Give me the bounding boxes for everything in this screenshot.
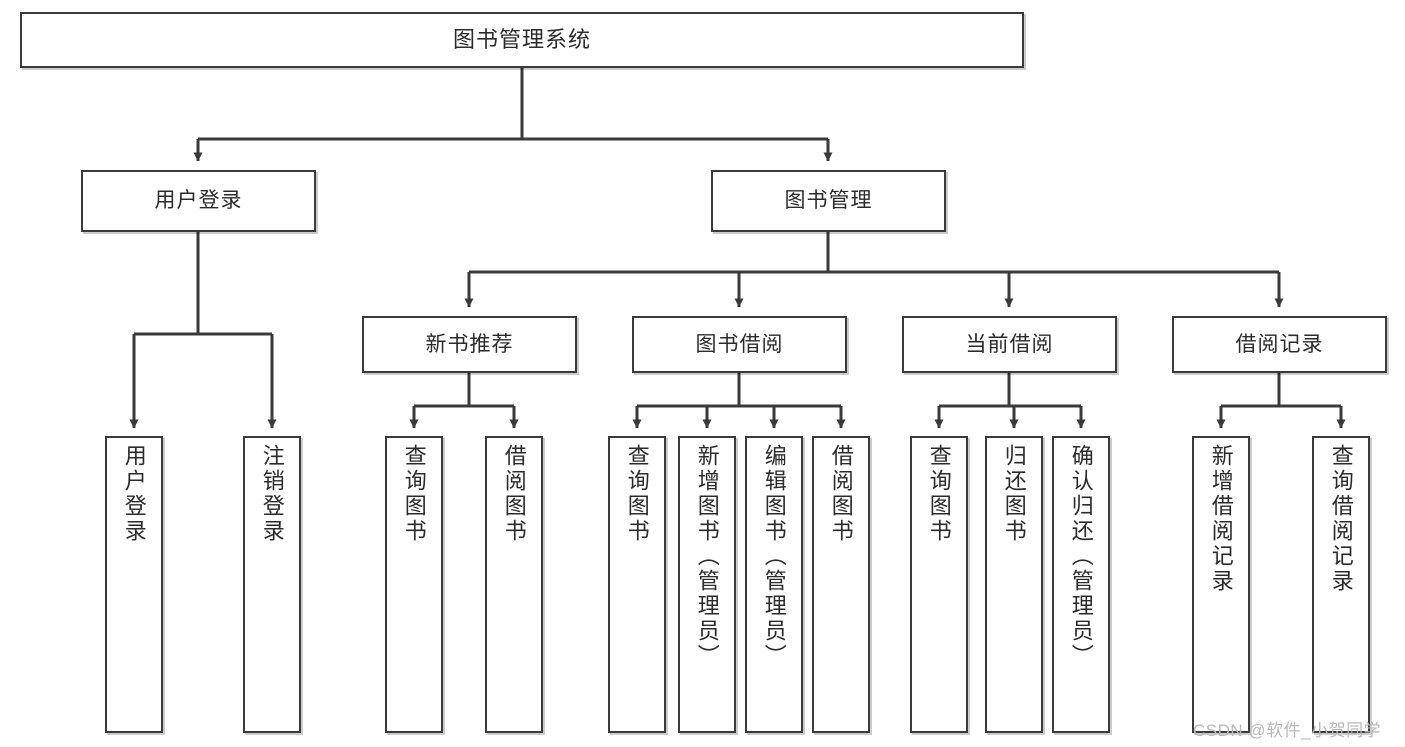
- leaf-record-search-label: 查询借阅记录: [1328, 444, 1354, 594]
- node-borrow-record[interactable]: 借阅记录: [1172, 316, 1387, 373]
- node-borrow-record-label: 借阅记录: [1235, 332, 1324, 356]
- node-new-book-rec[interactable]: 新书推荐: [362, 316, 577, 373]
- leaf-record-add-label: 新增借阅记录: [1208, 444, 1234, 594]
- leaf-borrow-query-book-label: 查询图书: [624, 444, 650, 544]
- node-root-label: 图书管理系统: [452, 26, 591, 52]
- leaf-rec-query-book-label: 查询图书: [401, 444, 427, 544]
- leaf-rec-borrow-book-label: 借阅图书: [501, 444, 527, 544]
- edge-root-to-level2: [193, 68, 833, 162]
- leaf-borrow-edit-book-label: 编辑图书（管理员）: [761, 444, 787, 669]
- leaf-user-login-label: 用户登录: [121, 444, 147, 544]
- leaf-record-search[interactable]: 查询借阅记录: [1312, 436, 1370, 733]
- leaf-borrow-lend-book[interactable]: 借阅图书: [812, 436, 870, 733]
- leaf-user-login[interactable]: 用户登录: [105, 436, 163, 733]
- edge-currentborrow-to-leaves: [934, 373, 1086, 429]
- leaf-borrow-edit-book[interactable]: 编辑图书（管理员）: [745, 436, 803, 733]
- edge-bookmanage-to-level3: [464, 232, 1284, 308]
- edge-userlogin-to-leaves: [129, 232, 277, 429]
- node-user-login[interactable]: 用户登录: [81, 170, 316, 232]
- leaf-rec-query-book[interactable]: 查询图书: [385, 436, 443, 733]
- leaf-borrow-add-book[interactable]: 新增图书（管理员）: [678, 436, 736, 733]
- leaf-borrow-lend-book-label: 借阅图书: [828, 444, 854, 544]
- leaf-current-return-book-label: 归还图书: [1001, 444, 1027, 544]
- leaf-current-confirm-return[interactable]: 确认归还（管理员）: [1052, 436, 1110, 733]
- leaf-borrow-add-book-label: 新增图书（管理员）: [694, 444, 720, 669]
- node-book-borrow[interactable]: 图书借阅: [632, 316, 847, 373]
- node-current-borrow-label: 当前借阅: [965, 332, 1054, 356]
- leaf-record-add[interactable]: 新增借阅记录: [1192, 436, 1250, 733]
- node-book-manage-label: 图书管理: [784, 189, 873, 213]
- leaf-user-logout[interactable]: 注销登录: [243, 436, 301, 733]
- leaf-current-query-book-label: 查询图书: [926, 444, 952, 544]
- node-book-borrow-label: 图书借阅: [695, 332, 784, 356]
- leaf-current-query-book[interactable]: 查询图书: [910, 436, 968, 733]
- leaf-borrow-query-book[interactable]: 查询图书: [608, 436, 666, 733]
- leaf-current-confirm-return-label: 确认归还（管理员）: [1068, 444, 1094, 669]
- node-new-book-rec-label: 新书推荐: [425, 332, 514, 356]
- leaf-current-return-book[interactable]: 归还图书: [985, 436, 1043, 733]
- edge-newbookrec-to-leaves: [409, 373, 519, 429]
- edge-borrowrecord-to-leaves: [1216, 373, 1346, 429]
- leaf-user-logout-label: 注销登录: [259, 444, 285, 544]
- edge-bookborrow-to-leaves: [632, 373, 846, 429]
- node-root[interactable]: 图书管理系统: [20, 12, 1024, 68]
- leaf-rec-borrow-book[interactable]: 借阅图书: [485, 436, 543, 733]
- node-book-manage[interactable]: 图书管理: [711, 170, 946, 232]
- node-current-borrow[interactable]: 当前借阅: [902, 316, 1117, 373]
- node-user-login-label: 用户登录: [154, 189, 243, 213]
